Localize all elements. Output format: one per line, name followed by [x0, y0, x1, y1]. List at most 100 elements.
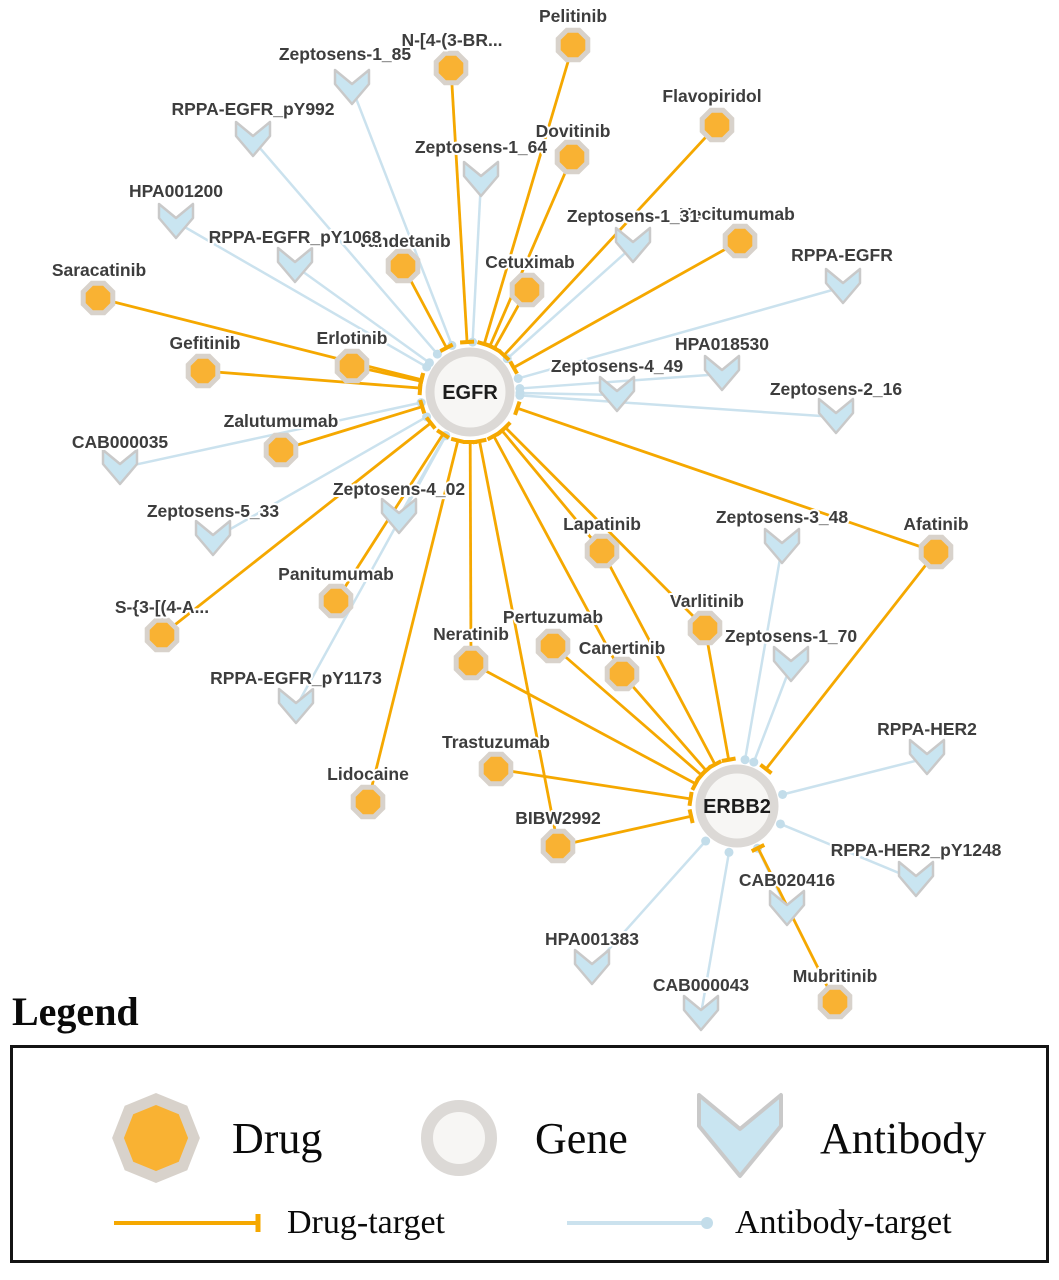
antibody-node-rppa-her2-py1248[interactable]	[897, 860, 935, 898]
antibody-chevron-icon[interactable]	[194, 519, 232, 557]
drug-target-edge	[470, 661, 697, 785]
drug-octagon-icon[interactable]	[535, 628, 571, 664]
drug-node-bibw2992[interactable]	[540, 828, 576, 864]
antibody-chevron-icon[interactable]	[573, 948, 611, 986]
drug-octagon-icon[interactable]	[453, 645, 489, 681]
drug-node-dovitinib[interactable]	[554, 139, 590, 175]
gene-circle-icon[interactable]	[695, 764, 779, 848]
drug-node-pelitinib[interactable]	[555, 27, 591, 63]
antibody-chevron-icon[interactable]	[908, 738, 946, 776]
antibody-node-rppa-egfr[interactable]	[824, 267, 862, 305]
antibody-chevron-icon[interactable]	[682, 994, 720, 1032]
antibody-chevron-icon[interactable]	[897, 860, 935, 898]
drug-label: Vandetanib	[357, 231, 450, 251]
drug-target-edge	[516, 406, 937, 554]
drug-octagon-icon[interactable]	[144, 617, 180, 653]
drug-octagon-icon[interactable]	[478, 751, 514, 787]
drug-octagon-icon[interactable]	[540, 828, 576, 864]
antibody-node-hpa001200[interactable]	[157, 202, 195, 240]
antibody-chevron-icon[interactable]	[772, 645, 810, 683]
antibody-node-zeptosens-4-02[interactable]	[380, 497, 418, 535]
drug-octagon-icon[interactable]	[80, 280, 116, 316]
drug-octagon-icon[interactable]	[554, 139, 590, 175]
drug-node-mubritinib[interactable]	[817, 984, 853, 1020]
drug-node-erlotinib[interactable]	[334, 348, 370, 384]
antibody-node-rppa-egfr-py1173[interactable]	[277, 687, 315, 725]
drug-edge-cap	[721, 756, 736, 763]
drug-label: N-[4-(3-BR...	[401, 30, 502, 50]
gene-circle-icon[interactable]	[425, 347, 515, 437]
drug-octagon-icon[interactable]	[185, 353, 221, 389]
drug-node-necitumumab[interactable]	[722, 223, 758, 259]
drug-node-afatinib[interactable]	[918, 534, 954, 570]
antibody-node-zeptosens-1-31[interactable]	[614, 226, 652, 264]
antibody-chevron-icon[interactable]	[614, 226, 652, 264]
antibody-chevron-icon[interactable]	[276, 246, 314, 284]
drug-node-flavopiridol[interactable]	[699, 107, 735, 143]
antibody-node-zeptosens-5-33[interactable]	[194, 519, 232, 557]
antibody-node-zeptosens-1-64[interactable]	[462, 160, 500, 198]
drug-octagon-icon[interactable]	[433, 50, 469, 86]
antibody-chevron-icon[interactable]	[333, 68, 371, 106]
drug-node-lidocaine[interactable]	[350, 784, 386, 820]
drug-octagon-icon[interactable]	[604, 656, 640, 692]
drug-octagon-icon[interactable]	[687, 610, 723, 646]
antibody-chevron-icon[interactable]	[277, 687, 315, 725]
antibody-node-rppa-egfr-py1068[interactable]	[276, 246, 314, 284]
drug-edge-cap	[424, 416, 437, 430]
antibody-chevron-icon[interactable]	[101, 448, 139, 486]
drug-node-trastuzumab[interactable]	[478, 751, 514, 787]
antibody-node-hpa001383[interactable]	[573, 948, 611, 986]
drug-octagon-icon[interactable]	[334, 348, 370, 384]
drug-target-edge	[500, 429, 604, 552]
drug-node-saracatinib[interactable]	[80, 280, 116, 316]
drug-target-edge	[512, 239, 741, 369]
antibody-node-zeptosens-4-49[interactable]	[598, 375, 636, 413]
drug-node-gefitinib[interactable]	[185, 353, 221, 389]
drug-octagon-icon[interactable]	[350, 784, 386, 820]
drug-octagon-icon[interactable]	[318, 583, 354, 619]
antibody-node-zeptosens-2-16[interactable]	[817, 397, 855, 435]
antibody-chevron-icon[interactable]	[380, 497, 418, 535]
antibody-chevron-icon[interactable]	[817, 397, 855, 435]
drug-node-neratinib[interactable]	[453, 645, 489, 681]
antibody-chevron-icon[interactable]	[703, 354, 741, 392]
antibody-chevron-icon[interactable]	[462, 160, 500, 198]
drug-octagon-icon[interactable]	[722, 223, 758, 259]
drug-node-panitumumab[interactable]	[318, 583, 354, 619]
drug-node-cetuximab[interactable]	[509, 272, 545, 308]
drug-node-vandetanib[interactable]	[385, 248, 421, 284]
drug-octagon-icon[interactable]	[263, 432, 299, 468]
antibody-node-cab020416[interactable]	[768, 889, 806, 927]
antibody-node-cab000035[interactable]	[101, 448, 139, 486]
drug-octagon-icon[interactable]	[699, 107, 735, 143]
antibody-node-zeptosens-1-70[interactable]	[772, 645, 810, 683]
antibody-node-zeptosens-1-85[interactable]	[333, 68, 371, 106]
drug-octagon-icon[interactable]	[817, 984, 853, 1020]
drug-node-n-4-3-br[interactable]	[433, 50, 469, 86]
drug-node-zalutumumab[interactable]	[263, 432, 299, 468]
antibody-chevron-icon[interactable]	[768, 889, 806, 927]
drug-octagon-icon[interactable]	[584, 533, 620, 569]
drug-octagon-icon[interactable]	[509, 272, 545, 308]
antibody-chevron-icon[interactable]	[234, 120, 272, 158]
antibody-chevron-icon[interactable]	[598, 375, 636, 413]
drug-node-lapatinib[interactable]	[584, 533, 620, 569]
drug-octagon-icon[interactable]	[555, 27, 591, 63]
antibody-chevron-icon[interactable]	[157, 202, 195, 240]
antibody-node-rppa-egfr-py992[interactable]	[234, 120, 272, 158]
antibody-node-rppa-her2[interactable]	[908, 738, 946, 776]
drug-node-pertuzumab[interactable]	[535, 628, 571, 664]
drug-node-varlitinib[interactable]	[687, 610, 723, 646]
antibody-node-hpa018530[interactable]	[703, 354, 741, 392]
antibody-chevron-icon[interactable]	[824, 267, 862, 305]
drug-octagon-icon[interactable]	[918, 534, 954, 570]
drug-octagon-icon[interactable]	[385, 248, 421, 284]
antibody-chevron-icon[interactable]	[763, 527, 801, 565]
antibody-node-zeptosens-3-48[interactable]	[763, 527, 801, 565]
drug-node-canertinib[interactable]	[604, 656, 640, 692]
gene-node-egfr[interactable]	[425, 347, 515, 437]
gene-node-erbb2[interactable]	[695, 764, 779, 848]
antibody-node-cab000043[interactable]	[682, 994, 720, 1032]
drug-node-s-3-4-a[interactable]	[144, 617, 180, 653]
